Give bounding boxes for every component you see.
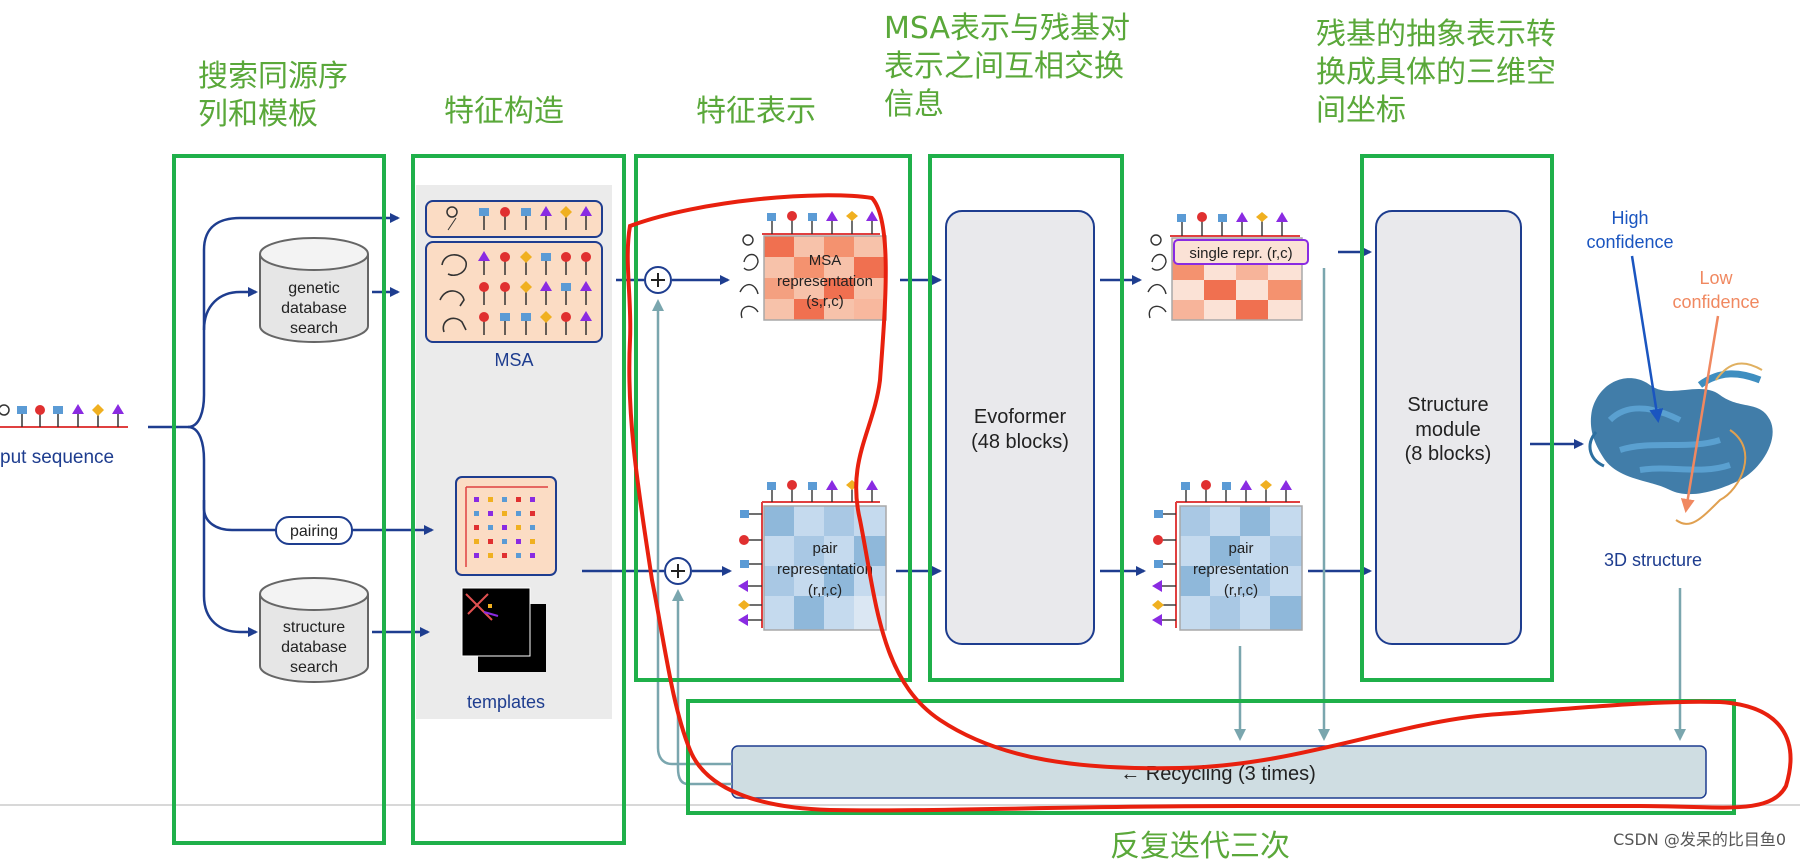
stage-box-evoformer bbox=[928, 154, 1124, 682]
msa-label: MSA bbox=[494, 350, 533, 370]
msa-rows bbox=[425, 200, 603, 343]
stage-box-structure bbox=[1360, 154, 1554, 682]
template-images bbox=[461, 587, 546, 672]
caption-search: 搜索同源序 列和模板 bbox=[198, 59, 348, 132]
structure-db-line3: search bbox=[290, 659, 338, 676]
pair-repr-line2: representation bbox=[777, 561, 873, 578]
genetic-db-line2: database bbox=[281, 300, 347, 317]
single-repr-heatmap bbox=[1147, 212, 1309, 321]
input-sequence-glyphs bbox=[0, 404, 128, 428]
pair-repr-out-line3: (r,r,c) bbox=[1224, 582, 1258, 599]
msa-repr-line3: (s,r,c) bbox=[806, 293, 844, 310]
red-annotation-loop bbox=[625, 193, 1793, 813]
high-confidence-line1: High bbox=[1611, 208, 1648, 228]
evoformer-block bbox=[945, 210, 1095, 645]
structure-module-block bbox=[1375, 210, 1522, 645]
stage-boxes bbox=[172, 154, 1736, 845]
template-grid bbox=[455, 476, 557, 576]
templates-label: templates bbox=[467, 692, 545, 712]
low-confidence-arrow bbox=[1680, 315, 1720, 513]
low-confidence-line1: Low bbox=[1699, 268, 1733, 288]
single-repr-label: single repr. (r,c) bbox=[1189, 245, 1292, 262]
caption-exchange: MSA表示与残基对 表示之间互相交换 信息 bbox=[884, 11, 1131, 122]
pair-repr-line3: (r,r,c) bbox=[808, 582, 842, 599]
pair-repr-out-line2: representation bbox=[1193, 561, 1289, 578]
stage-box-feature-repr bbox=[634, 154, 912, 682]
genetic-database-cylinder bbox=[259, 237, 369, 343]
pairing-label: pairing bbox=[290, 523, 338, 540]
stage-box-recycling bbox=[686, 699, 1736, 815]
watermark: CSDN @发呆的比目鱼0 bbox=[1613, 830, 1786, 849]
input-sequence-label: put sequence bbox=[0, 447, 114, 468]
caption-to-3d: 残基的抽象表示转 换成具体的三维空 间坐标 bbox=[1316, 17, 1556, 128]
structure-db-line2: database bbox=[281, 639, 347, 656]
plus-nodes bbox=[644, 266, 692, 585]
structure-module-line3: (8 blocks) bbox=[1405, 443, 1492, 465]
caption-feature-build: 特征构造 bbox=[444, 94, 564, 129]
pair-representation-out-heatmap bbox=[1152, 480, 1303, 631]
genetic-db-line1: genetic bbox=[288, 280, 340, 297]
genetic-db-line3: search bbox=[290, 320, 338, 337]
high-confidence-line2: confidence bbox=[1586, 232, 1673, 252]
caption-feature-repr: 特征表示 bbox=[696, 94, 816, 129]
protein-structure-3d bbox=[1588, 362, 1773, 525]
structure-3d-label: 3D structure bbox=[1604, 550, 1702, 570]
stage-box-feature-build bbox=[411, 154, 626, 845]
pairing-pill bbox=[275, 516, 353, 545]
structure-module-line1: Structure bbox=[1407, 394, 1488, 416]
structure-in-arrows bbox=[1308, 247, 1372, 576]
evoformer-line1: Evoformer bbox=[974, 406, 1067, 428]
pair-repr-line1: pair bbox=[812, 540, 837, 557]
msa-repr-line1: MSA bbox=[809, 252, 842, 269]
high-confidence-arrow bbox=[1630, 255, 1664, 423]
structure-db-line1: structure bbox=[283, 619, 345, 636]
low-confidence-line2: confidence bbox=[1672, 292, 1759, 312]
evoformer-line2: (48 blocks) bbox=[971, 431, 1069, 453]
msa-repr-line2: representation bbox=[777, 273, 873, 290]
msa-representation-heatmap bbox=[739, 211, 887, 321]
caption-recycle: 反复迭代三次 bbox=[1110, 829, 1290, 864]
structure-module-line2: module bbox=[1415, 419, 1481, 441]
evoformer-in-arrows bbox=[896, 275, 942, 576]
pair-repr-out-line1: pair bbox=[1228, 540, 1253, 557]
stage-box-search bbox=[172, 154, 386, 845]
structure-database-cylinder bbox=[259, 577, 369, 683]
recycling-bar bbox=[731, 745, 1707, 799]
